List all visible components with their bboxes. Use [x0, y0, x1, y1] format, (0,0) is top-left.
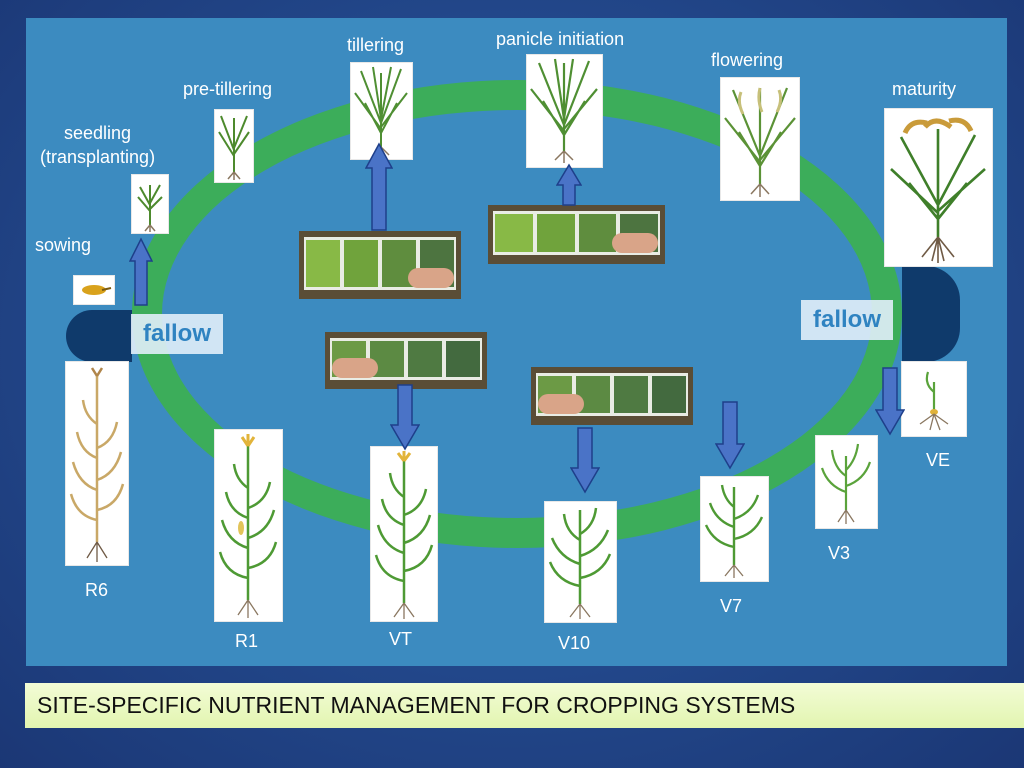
- stage-label-maturity: maturity: [892, 79, 957, 99]
- arrow-up-to-tillering: [365, 142, 393, 232]
- stage-label-ve: VE: [926, 450, 951, 470]
- stage-label-tillering: tillering: [347, 35, 405, 55]
- arrow-down-to-vt: [390, 383, 420, 451]
- arrow-down-to-v7: [715, 400, 745, 470]
- stage-label-v10: V10: [558, 633, 591, 653]
- lcc-swatch: [578, 214, 617, 252]
- fallow-band-right: [902, 266, 960, 362]
- fallow-band-left: [66, 310, 132, 362]
- arrow-up-sowing-to-seedling: [129, 237, 153, 307]
- flowering-plant-image: [721, 78, 799, 200]
- lcc-swatch: [446, 341, 480, 377]
- stage-label-panicle-initiation: panicle initiation: [496, 29, 625, 49]
- lcc-swatch: [408, 341, 442, 377]
- stage-label-seedling: seedling (transplanting): [40, 123, 156, 167]
- stage-label-sowing: sowing: [35, 235, 92, 255]
- stage-label-r1: R1: [235, 631, 259, 651]
- fallow-label-left: fallow: [131, 314, 224, 354]
- pre-tillering-plant-image: [215, 110, 253, 182]
- v7-plant-image: [701, 477, 768, 581]
- lcc-swatch: [536, 214, 575, 252]
- maturity-plant-image: [885, 109, 992, 266]
- lcc-swatch: [306, 240, 340, 287]
- ve-plant-image: [902, 362, 966, 436]
- stage-label-vt: VT: [389, 629, 413, 649]
- leaf-color-chart-1: [299, 231, 461, 299]
- hand-image: [408, 268, 454, 288]
- panicle-initiation-plant-image: [527, 55, 602, 167]
- stage-label-pre-tillering: pre-tillering: [183, 79, 273, 99]
- sowing-seed-image: [74, 276, 114, 304]
- lcc-swatch: [652, 376, 686, 413]
- leaf-color-chart-3: [325, 332, 487, 389]
- stage-label-r6: R6: [85, 580, 109, 600]
- lcc-swatch: [614, 376, 648, 413]
- tillering-plant-image: [351, 63, 412, 159]
- diagram-panel: fallow fallow sowing seedling (transplan…: [26, 18, 1007, 666]
- hand-image: [612, 233, 658, 253]
- slide-title: SITE-SPECIFIC NUTRIENT MANAGEMENT FOR CR…: [25, 683, 1024, 728]
- hand-image: [538, 394, 584, 414]
- r1-plant-image: [215, 430, 282, 621]
- leaf-color-chart-2: [488, 205, 665, 264]
- hand-image: [332, 358, 378, 378]
- arrow-down-to-ve: [875, 366, 905, 436]
- arrow-down-to-v10: [570, 426, 600, 494]
- seedling-plant-image: [132, 175, 168, 233]
- stage-label-flowering: flowering: [711, 50, 784, 70]
- arrow-up-to-panicle-initiation: [556, 163, 582, 207]
- stage-label-v3: V3: [828, 543, 851, 563]
- vt-plant-image: [371, 447, 437, 621]
- r6-plant-image: [66, 362, 128, 565]
- v3-plant-image: [816, 436, 877, 528]
- stage-label-v7: V7: [720, 596, 743, 616]
- leaf-color-chart-4: [531, 367, 693, 425]
- lcc-swatch: [495, 214, 533, 252]
- fallow-label-right: fallow: [801, 300, 894, 340]
- v10-plant-image: [545, 502, 616, 622]
- lcc-swatch: [344, 240, 378, 287]
